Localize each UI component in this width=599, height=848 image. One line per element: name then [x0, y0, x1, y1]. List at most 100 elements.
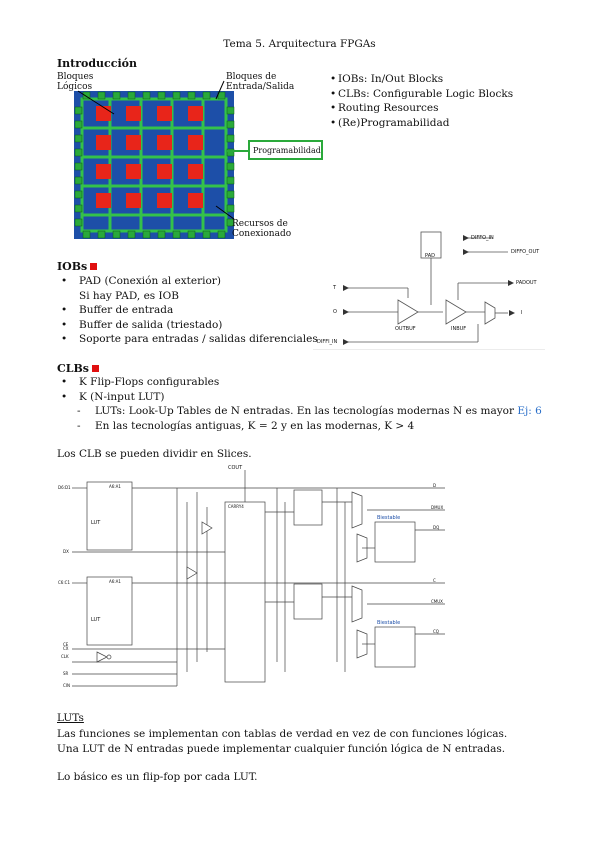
iob-block — [226, 106, 235, 115]
iob-block — [226, 134, 235, 143]
iob-block — [226, 190, 235, 199]
iob-block — [226, 120, 235, 129]
iob-block — [74, 134, 83, 143]
label-bloques-logicos: Bloques Lógicos — [57, 72, 94, 92]
iob-block — [217, 230, 226, 239]
clb-label-ce: CE — [63, 642, 69, 647]
clb-block — [157, 106, 172, 121]
iob-label-i: I — [521, 310, 523, 316]
clb-bullet: K (N-input LUT) — [57, 390, 542, 405]
iob-label-outbuf: OUTBUF — [395, 326, 416, 332]
clb-label-a6a1: A6:A1 — [109, 484, 121, 489]
clb-block — [188, 164, 203, 179]
iob-bullet: Soporte para entradas / salidas diferenc… — [57, 332, 318, 347]
red-square-icon — [91, 365, 99, 372]
clb-label-out-cq: CQ — [433, 629, 439, 634]
iob-block — [226, 176, 235, 185]
iob-label-pad: PAD — [425, 253, 435, 259]
iob-block — [112, 91, 121, 100]
clb-block — [126, 193, 141, 208]
clb-block — [126, 106, 141, 121]
clb-label-clk: CLK — [61, 654, 69, 659]
clb-block — [188, 106, 203, 121]
clb-block — [188, 193, 203, 208]
luts-line: Las funciones se implementan con tablas … — [57, 728, 508, 740]
iob-bullet: Buffer de salida (triestado) — [57, 318, 318, 333]
clb-block — [96, 164, 111, 179]
clb-label-c-in: C6:C1 — [58, 580, 71, 585]
clb-label-biestable: Biestable — [377, 620, 401, 626]
label-bloques-es: Bloques de Entrada/Salida — [226, 72, 295, 92]
clb-block — [96, 135, 111, 150]
luts-heading: LUTs — [57, 712, 84, 724]
clb-label-d-in: D6:D1 — [58, 485, 71, 490]
clb-label-cin: CIN — [63, 683, 70, 688]
iob-block — [172, 230, 181, 239]
clb-bullet: K Flip-Flops configurables — [57, 375, 542, 390]
clb-label-out-cmux: CMUX — [431, 599, 443, 604]
iob-block — [112, 230, 121, 239]
clb-label-dx: DX — [63, 549, 69, 554]
iob-block — [226, 148, 235, 157]
label-recursos: Recursos de Conexionado — [232, 219, 292, 239]
intro-bullet-list: IOBs: In/Out Blocks CLBs: Configurable L… — [326, 72, 513, 130]
iob-block — [127, 91, 136, 100]
clb-label-cx: CX — [63, 646, 69, 651]
slices-text: Los CLB se pueden dividir en Slices. — [57, 448, 252, 460]
intro-bullet: CLBs: Configurable Logic Blocks — [326, 87, 513, 102]
iob-block — [142, 91, 151, 100]
clb-slice-schematic: LUT LUT A6:A1 A6:A1 COUT CARRY4 Biestabl… — [57, 462, 450, 692]
iob-block — [187, 91, 196, 100]
iob-block — [157, 91, 166, 100]
iob-block — [202, 230, 211, 239]
intro-heading: Introducción — [57, 57, 137, 70]
iob-block — [74, 148, 83, 157]
iob-block — [74, 190, 83, 199]
clb-label-a6a1: A6:A1 — [109, 579, 121, 584]
fpga-architecture-figure: Bloques Lógicos Bloques de Entrada/Salid… — [56, 69, 326, 244]
iob-block — [226, 204, 235, 213]
clb-sub-bullet: LUTs: Look-Up Tables de N entradas. En l… — [57, 404, 542, 419]
clb-block — [188, 135, 203, 150]
clb-block — [126, 135, 141, 150]
clb-label-carry: CARRY4 — [228, 504, 244, 509]
ej-6-link[interactable]: Ej: 6 — [517, 405, 542, 418]
iob-block — [74, 218, 83, 227]
intro-bullet: Routing Resources — [326, 101, 513, 116]
iob-block — [157, 230, 166, 239]
clb-label-sr: SR — [63, 671, 69, 676]
clb-label-out-d: D — [433, 483, 437, 488]
iob-block — [82, 230, 91, 239]
clb-block — [96, 106, 111, 121]
clb-block — [157, 135, 172, 150]
clb-block — [96, 193, 111, 208]
iob-diagram-svg — [313, 231, 545, 351]
red-square-icon — [90, 263, 98, 270]
clb-label-out-dq: DQ — [433, 525, 440, 530]
iob-block — [127, 230, 136, 239]
fpga-grid-svg — [74, 80, 323, 239]
clb-bullet-list: K Flip-Flops configurables K (N-input LU… — [57, 375, 542, 433]
iob-block — [142, 230, 151, 239]
iob-block — [74, 162, 83, 171]
clb-block — [157, 164, 172, 179]
label-programabilidad: Programabilidad — [253, 146, 321, 155]
iob-bullet-list: PAD (Conexión al exterior) Si hay PAD, e… — [57, 274, 318, 347]
intro-bullet: (Re)Programabilidad — [326, 116, 513, 131]
iob-block — [172, 91, 181, 100]
iob-bullet-continuation: Si hay PAD, es IOB — [79, 289, 179, 302]
clb-sub-bullet: En las tecnologías antiguas, K = 2 y en … — [57, 419, 542, 434]
iob-label-t: T — [333, 285, 337, 291]
iob-heading: IOBs — [57, 260, 98, 273]
clb-slice-svg — [72, 470, 445, 687]
intro-bullet: IOBs: In/Out Blocks — [326, 72, 513, 87]
clb-block — [157, 193, 172, 208]
iob-diagram: PAD DIFFO_IN DIFFO_OUT PADOUT T O I OUTB… — [313, 230, 545, 351]
iob-block — [226, 218, 235, 227]
iob-block — [74, 106, 83, 115]
clb-label-lut: LUT — [91, 617, 101, 623]
luts-last-line: Lo básico es un flip-fop por cada LUT. — [57, 771, 258, 783]
iob-block — [82, 91, 91, 100]
iob-bullet: PAD (Conexión al exterior) — [57, 274, 318, 289]
clb-label-biestable: Biestable — [377, 515, 401, 521]
